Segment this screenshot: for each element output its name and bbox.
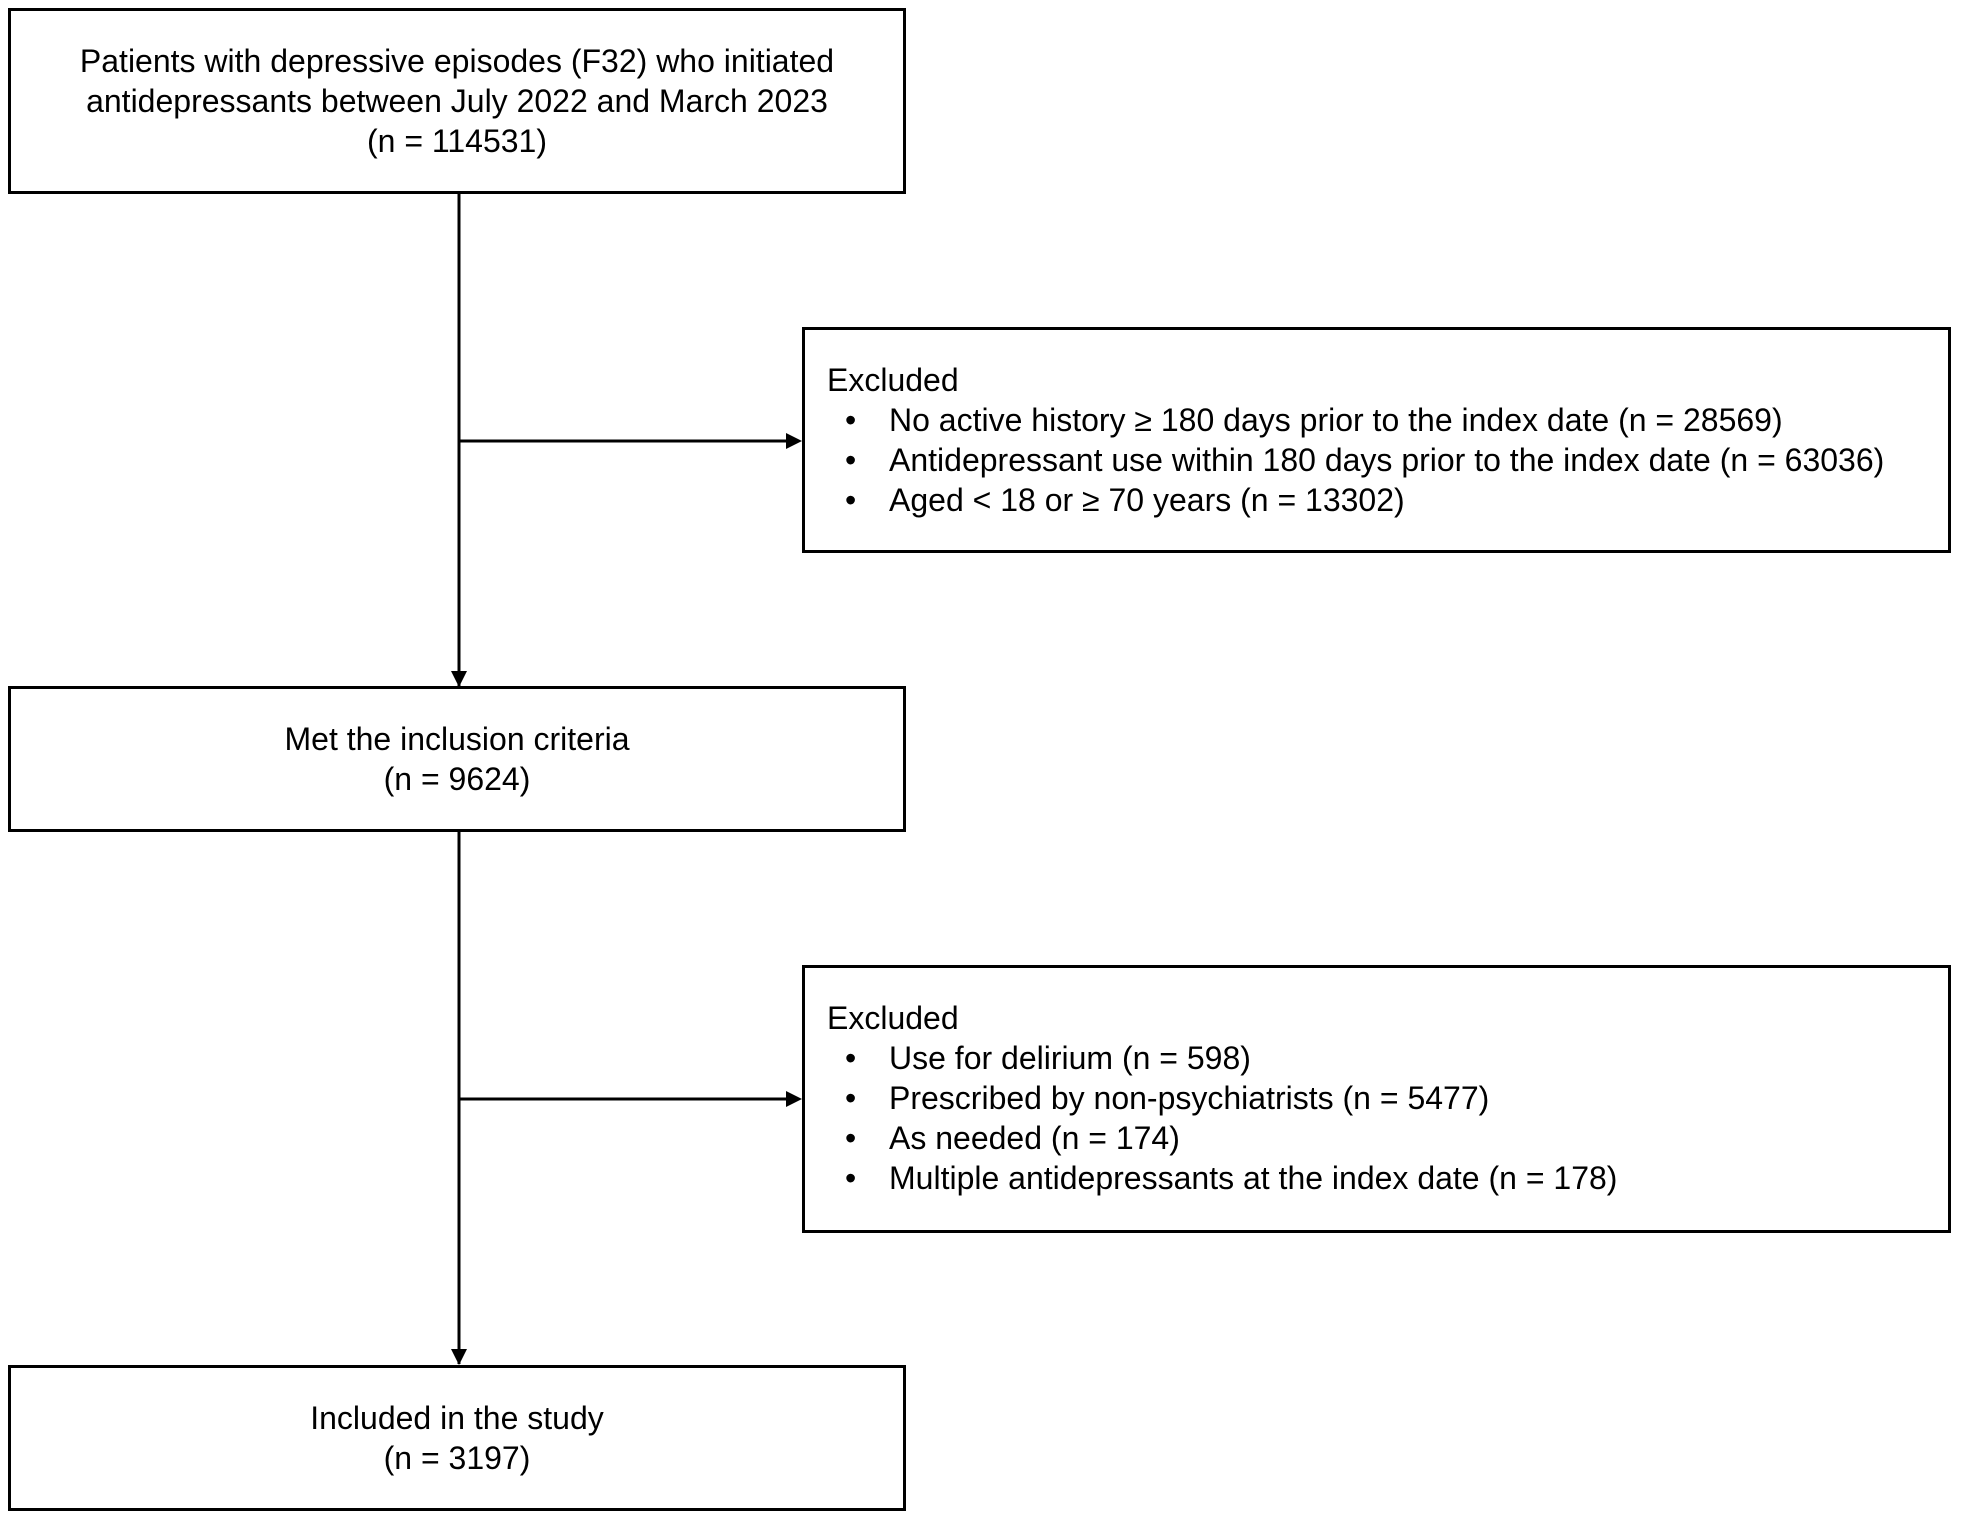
exclusion-1-item-text: No active history ≥ 180 days prior to th… <box>889 402 1783 438</box>
arrowhead-excluded2 <box>786 1091 802 1107</box>
arrowhead-excluded1 <box>786 433 802 449</box>
exclusion-2-item: • As needed (n = 174) <box>827 1118 1948 1158</box>
inclusion-criteria-label: Met the inclusion criteria <box>284 721 630 757</box>
exclusion-2-item: • Prescribed by non-psychiatrists (n = 5… <box>827 1078 1948 1118</box>
exclusion-1-title: Excluded <box>827 362 959 398</box>
inclusion-criteria-box: Met the inclusion criteria (n = 9624) <box>8 686 906 832</box>
exclusion-1-item: • Aged < 18 or ≥ 70 years (n = 13302) <box>827 480 1948 520</box>
final-cohort-label: Included in the study <box>310 1400 604 1436</box>
exclusion-1-item: • Antidepressant use within 180 days pri… <box>827 440 1948 480</box>
exclusion-2-item-text: Use for delirium (n = 598) <box>889 1040 1251 1076</box>
exclusion-box-1: Excluded • No active history ≥ 180 days … <box>802 327 1951 553</box>
exclusion-1-item: • No active history ≥ 180 days prior to … <box>827 400 1948 440</box>
exclusion-2-title: Excluded <box>827 1000 959 1036</box>
bullet-icon: • <box>845 1080 857 1116</box>
final-cohort-count: (n = 3197) <box>383 1440 531 1476</box>
exclusion-2-item-text: Prescribed by non-psychiatrists (n = 547… <box>889 1080 1490 1116</box>
initial-cohort-line-2: antidepressants between July 2022 and Ma… <box>86 83 828 119</box>
exclusion-2-item-text: Multiple antidepressants at the index da… <box>889 1160 1618 1196</box>
arrowhead-box2 <box>451 671 467 687</box>
bullet-icon: • <box>845 402 857 438</box>
bullet-icon: • <box>845 442 857 478</box>
initial-cohort-count: (n = 114531) <box>367 123 547 159</box>
exclusion-1-item-text: Aged < 18 or ≥ 70 years (n = 13302) <box>889 482 1405 518</box>
exclusion-1-item-text: Antidepressant use within 180 days prior… <box>889 442 1885 478</box>
exclusion-1-list: • No active history ≥ 180 days prior to … <box>827 400 1948 520</box>
bullet-icon: • <box>845 482 857 518</box>
exclusion-box-2: Excluded • Use for delirium (n = 598) • … <box>802 965 1951 1233</box>
arrowhead-box3 <box>451 1349 467 1365</box>
exclusion-2-item: • Use for delirium (n = 598) <box>827 1038 1948 1078</box>
inclusion-criteria-count: (n = 9624) <box>383 761 531 797</box>
bullet-icon: • <box>845 1120 857 1156</box>
exclusion-2-item: • Multiple antidepressants at the index … <box>827 1158 1948 1198</box>
exclusion-2-list: • Use for delirium (n = 598) • Prescribe… <box>827 1038 1948 1198</box>
initial-cohort-box: Patients with depressive episodes (F32) … <box>8 8 906 194</box>
initial-cohort-line-1: Patients with depressive episodes (F32) … <box>79 43 835 79</box>
final-cohort-box: Included in the study (n = 3197) <box>8 1365 906 1511</box>
bullet-icon: • <box>845 1160 857 1196</box>
bullet-icon: • <box>845 1040 857 1076</box>
exclusion-2-item-text: As needed (n = 174) <box>889 1120 1180 1156</box>
